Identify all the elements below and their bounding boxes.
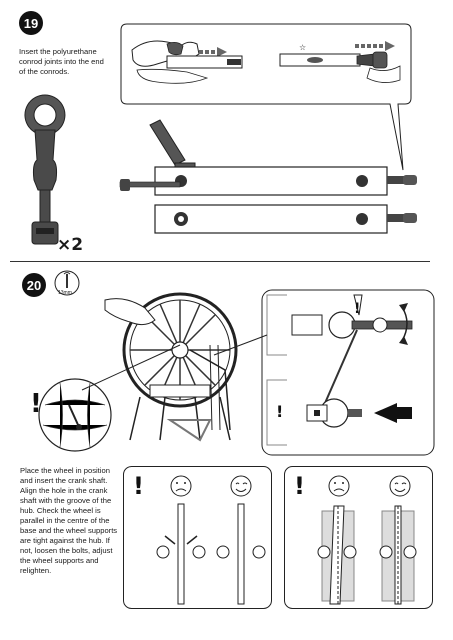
spinning-wheel-illustration: [104, 292, 238, 442]
rod-joint-illustration: ☆: [279, 41, 401, 83]
crank-detail-callout: ! !: [261, 289, 435, 456]
connector-line-crank: [213, 334, 268, 356]
warning-icon: !: [30, 389, 42, 419]
section-divider: [10, 261, 430, 262]
conrod-bars-illustration: [119, 119, 417, 234]
alignment-check-panel-2: !: [284, 466, 433, 609]
svg-text:☆: ☆: [299, 43, 306, 52]
connector-line-magnifier: [81, 344, 181, 391]
wrench-size-label: 13mm: [58, 290, 72, 296]
svg-text:!: !: [133, 472, 144, 500]
step-20-badge: 20: [22, 273, 46, 297]
svg-text:!: !: [354, 301, 360, 317]
svg-text:!: !: [30, 389, 42, 419]
magnifier-detail: [38, 378, 112, 452]
step-19-instruction: Insert the polyurethane conrod joints in…: [19, 47, 104, 76]
step-19-badge: 19: [19, 11, 43, 35]
hand-insert-illustration: [131, 40, 243, 84]
svg-text:!: !: [276, 402, 283, 421]
svg-text:!: !: [294, 472, 305, 500]
step-20-instruction: Place the wheel in position and insert t…: [20, 466, 118, 575]
conrod-joint-part: [24, 94, 66, 245]
wrench-icon: [54, 270, 80, 296]
alignment-check-panel-1: !: [123, 466, 272, 609]
quantity-label: ×2: [57, 235, 84, 255]
